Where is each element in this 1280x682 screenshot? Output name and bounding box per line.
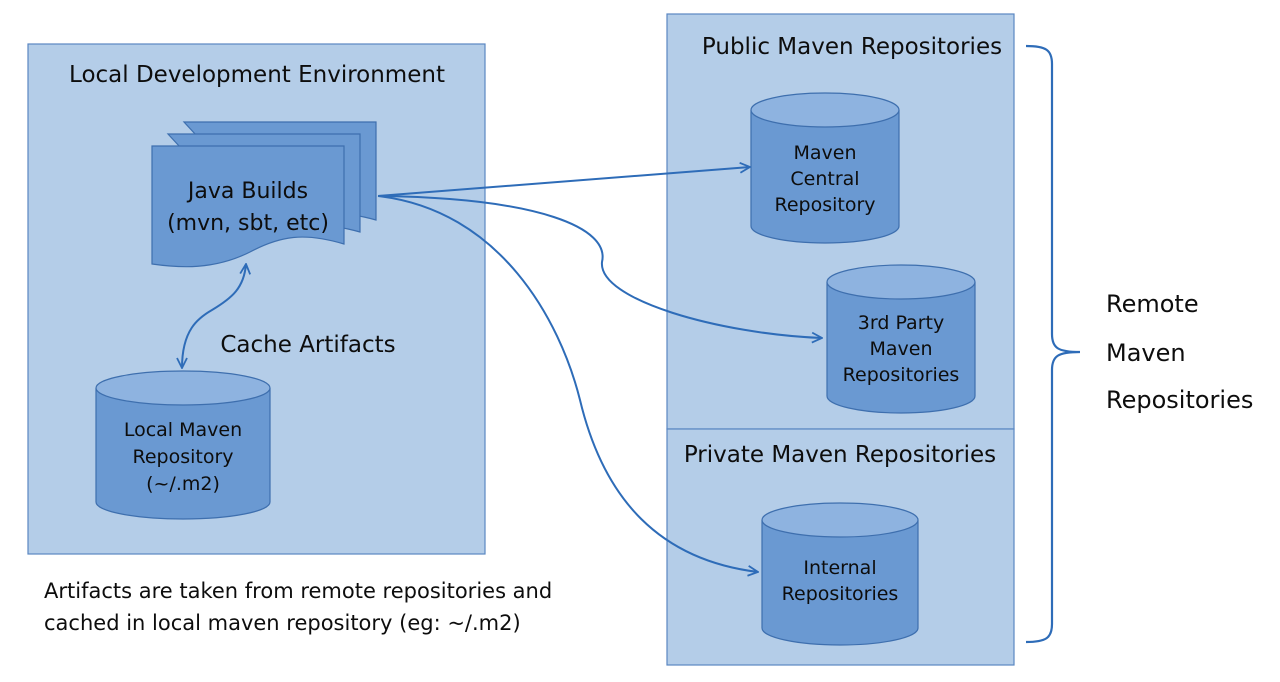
arrow-to-internal xyxy=(377,195,758,572)
third-party-label-line-3: Repositories xyxy=(843,364,960,386)
java-builds-title: Java Builds xyxy=(186,179,308,204)
remote-label-line-2: Maven xyxy=(1106,339,1186,367)
local-environment-title: Local Development Environment xyxy=(69,62,445,88)
remote-label-line-3: Repositories xyxy=(1106,386,1253,414)
remote-label-line-1: Remote xyxy=(1106,290,1199,318)
arrow-to-maven-central xyxy=(377,167,750,197)
maven-central-label-line-1: Maven xyxy=(793,142,856,164)
internal-label-line-1: Internal xyxy=(803,557,876,579)
footnote-line-1: Artifacts are taken from remote reposito… xyxy=(44,579,552,603)
maven-central-repository: Maven Central Repository xyxy=(750,92,900,244)
third-party-label-line-2: Maven xyxy=(869,338,932,360)
local-repo-label-line-1: Local Maven xyxy=(124,419,242,441)
internal-label-line-2: Repositories xyxy=(782,583,899,605)
footnote-line-2: cached in local maven repository (eg: ~/… xyxy=(44,611,521,635)
maven-central-label-line-3: Repository xyxy=(774,194,875,216)
arrow-to-third-party xyxy=(377,195,822,338)
remote-repositories-brace xyxy=(1025,44,1081,644)
maven-central-label-line-2: Central xyxy=(790,168,859,190)
local-repo-label-line-3: (~/.m2) xyxy=(146,473,220,495)
java-builds-tools: (mvn, sbt, etc) xyxy=(167,211,329,236)
local-maven-repository: Local Maven Repository (~/.m2) xyxy=(95,370,271,520)
third-party-repository: 3rd Party Maven Repositories xyxy=(826,264,976,414)
java-builds-documents: Java Builds (mvn, sbt, etc) xyxy=(151,121,377,268)
cache-artifacts-arrow xyxy=(182,264,246,368)
private-repositories-title: Private Maven Repositories xyxy=(684,442,996,468)
public-repositories-title: Public Maven Repositories xyxy=(702,34,1002,60)
third-party-label-line-1: 3rd Party xyxy=(858,312,944,334)
cache-artifacts-label: Cache Artifacts xyxy=(220,332,395,358)
local-repo-label-line-2: Repository xyxy=(132,446,233,468)
internal-repository: Internal Repositories xyxy=(761,502,919,646)
